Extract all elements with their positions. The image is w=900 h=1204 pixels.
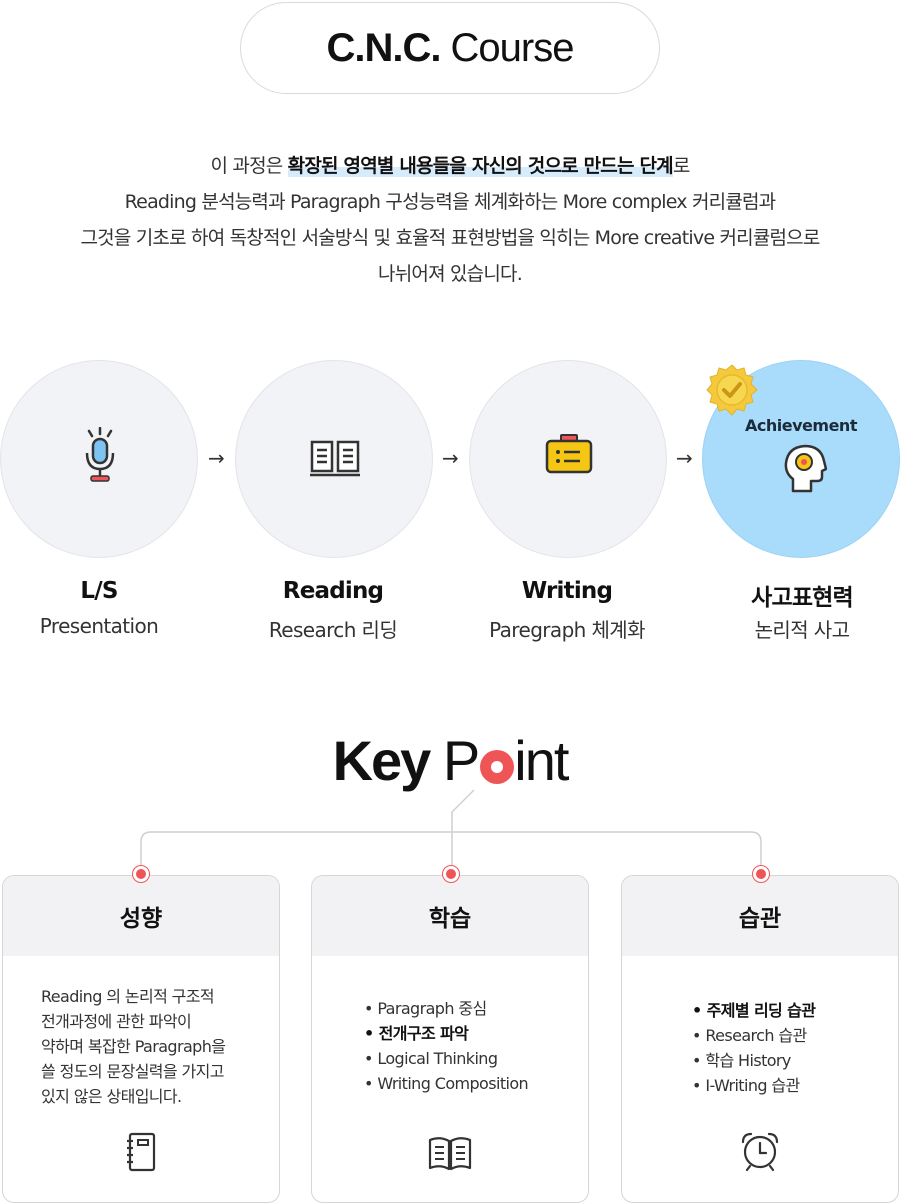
- list-item: Logical Thinking: [364, 1046, 578, 1071]
- list-item: Paragraph 중심: [364, 996, 578, 1021]
- intro-text: 이 과정은 확장된 영역별 내용들을 자신의 것으로 만드는 단계로 Readi…: [0, 148, 900, 292]
- step-title-reading: Reading: [282, 578, 384, 604]
- course-title-bold: C.N.C.: [326, 25, 442, 70]
- card-tendency-line: 전개과정에 관한 파악이: [41, 1012, 192, 1031]
- step-title-ls: L/S: [80, 578, 118, 604]
- alarm-clock-icon: [741, 1132, 779, 1172]
- list-item: 학습 History: [692, 1048, 888, 1073]
- card-tendency-line: Reading 의 논리적 구조적: [41, 987, 215, 1006]
- arrow-1: →: [208, 446, 225, 470]
- list-item: Writing Composition: [364, 1071, 578, 1096]
- step-circle-reading: [235, 360, 433, 558]
- intro-line-1: 이 과정은 확장된 영역별 내용들을 자신의 것으로 만드는 단계로: [0, 148, 900, 184]
- list-item: I-Writing 습관: [692, 1073, 888, 1098]
- list-item: 전개구조 파악: [364, 1021, 578, 1046]
- card-learning-body: Paragraph 중심 전개구조 파악 Logical Thinking Wr…: [312, 956, 588, 1096]
- card-tendency: 성향 Reading 의 논리적 구조적 전개과정에 관한 파악이 약하며 복잡…: [2, 875, 280, 1203]
- clipboard-icon: [545, 434, 593, 474]
- intro-line-3: 그것을 기초로 하여 독창적인 서술방식 및 효율적 표현방법을 익히는 Mor…: [80, 227, 820, 249]
- card-learning-list: Paragraph 중심 전개구조 파악 Logical Thinking Wr…: [364, 996, 578, 1096]
- list-item: Research 습관: [692, 1023, 888, 1048]
- intro-line-4: 나뉘어져 있습니다.: [378, 263, 523, 285]
- course-title: C.N.C. Course: [240, 2, 660, 94]
- course-title-light: Course: [450, 25, 575, 70]
- card-learning-title: 학습: [312, 876, 588, 956]
- step-circle-writing: [469, 360, 667, 558]
- head-gear-icon: [784, 444, 827, 493]
- card-learning: 학습 Paragraph 중심 전개구조 파악 Logical Thinking…: [311, 875, 589, 1203]
- intro-line-2: Reading 분석능력과 Paragraph 구성능력을 체계화하는 More…: [124, 191, 777, 213]
- card-habit-title: 습관: [622, 876, 898, 956]
- connector-dot-1: [133, 866, 149, 882]
- connector-dot-3: [753, 866, 769, 882]
- card-habit-body: 주제별 리딩 습관 Research 습관 학습 History I-Writi…: [622, 956, 898, 1098]
- intro-line-1-pre: 이 과정은: [210, 155, 288, 177]
- key-point-word-p: P: [442, 729, 480, 792]
- step-subtitle-writing: Paregraph 체계화: [489, 618, 645, 642]
- card-tendency-line: 있지 않은 상태입니다.: [41, 1087, 182, 1106]
- card-habit-list: 주제별 리딩 습관 Research 습관 학습 History I-Writi…: [692, 998, 888, 1098]
- card-tendency-title: 성향: [3, 876, 279, 956]
- key-point-word-key: Key: [332, 729, 432, 792]
- achievement-badge-icon: [706, 364, 758, 416]
- microphone-icon: [85, 427, 115, 482]
- card-tendency-line: 쓸 정도의 문장실력을 가지고: [41, 1062, 225, 1081]
- step-subtitle-reading: Research 리딩: [268, 618, 398, 642]
- key-point-word-int: int: [514, 729, 569, 792]
- connector-lines: [140, 789, 762, 872]
- card-tendency-body: Reading 의 논리적 구조적 전개과정에 관한 파악이 약하며 복잡한 P…: [3, 956, 279, 1109]
- notebook-icon: [127, 1132, 156, 1172]
- connector-dot-2: [443, 866, 459, 882]
- step-circle-ls: [0, 360, 198, 558]
- step-title-thinking: 사고표현력: [751, 585, 854, 611]
- step-title-writing: Writing: [521, 578, 613, 604]
- list-item: 주제별 리딩 습관: [692, 998, 888, 1023]
- achievement-label: Achievement: [745, 416, 857, 435]
- card-habit: 습관 주제별 리딩 습관 Research 습관 학습 History I-Wr…: [621, 875, 899, 1203]
- step-subtitle-ls: Presentation: [39, 614, 159, 638]
- arrow-3: →: [676, 446, 693, 470]
- arrow-2: →: [442, 446, 459, 470]
- open-book-icon: [310, 440, 360, 477]
- intro-line-1-post: 로: [672, 155, 690, 177]
- intro-highlight: 확장된 영역별 내용들을 자신의 것으로 만드는 단계: [287, 155, 674, 177]
- book-icon: [428, 1137, 472, 1171]
- step-subtitle-thinking: 논리적 사고: [754, 618, 850, 642]
- card-tendency-line: 약하며 복잡한 Paragraph을: [41, 1037, 226, 1056]
